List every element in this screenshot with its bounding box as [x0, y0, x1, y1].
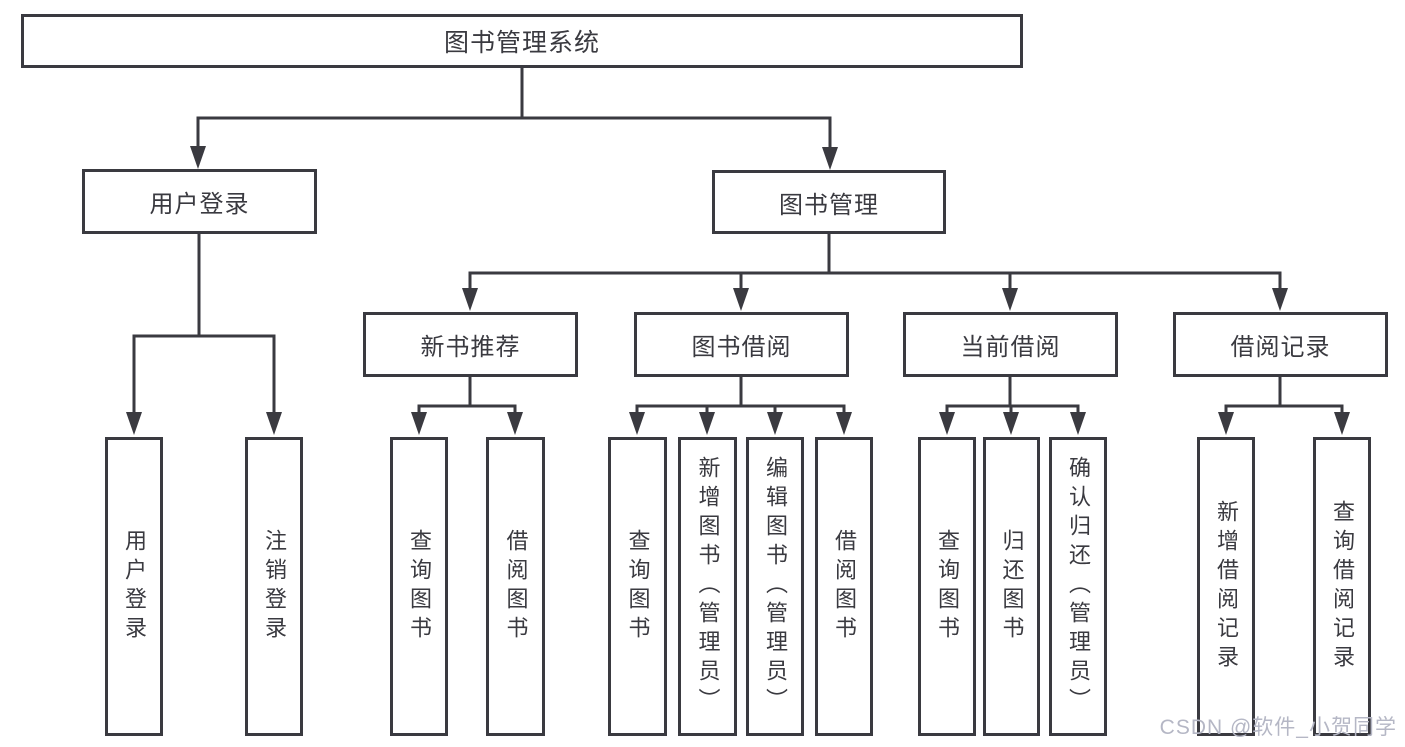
edges-new-book-recommendation — [417, 376, 517, 415]
leaf-br-add-borrow-record: 新增借阅记录 — [1197, 437, 1255, 736]
edges-user-login — [132, 233, 276, 415]
leaf-bb-add-books-admin: 新增图书（管理员） — [678, 437, 737, 736]
csdn-watermark: CSDN @软件_小贺同学 — [1159, 716, 1397, 739]
node-borrowing-records: 借阅记录 — [1173, 312, 1388, 377]
edges-current-borrowing — [945, 376, 1080, 415]
node-book-borrowing: 图书借阅 — [634, 312, 849, 377]
arrowheads — [126, 146, 1350, 435]
leaf-logout-login: 注销登录 — [245, 437, 303, 736]
leaf-nbr-borrow-books: 借阅图书 — [486, 437, 545, 736]
edges-book-borrowing — [635, 376, 846, 415]
leaf-user-login: 用户登录 — [105, 437, 163, 736]
leaf-bb-borrow-books: 借阅图书 — [815, 437, 873, 736]
node-user-login: 用户登录 — [82, 169, 317, 234]
edges-root — [196, 67, 832, 151]
edges-book-management — [468, 233, 1282, 292]
leaf-bb-query-books: 查询图书 — [608, 437, 667, 736]
node-book-management: 图书管理 — [712, 170, 946, 234]
node-new-book-recommendation: 新书推荐 — [363, 312, 578, 377]
node-library-management-system: 图书管理系统 — [21, 14, 1023, 68]
node-current-borrowing: 当前借阅 — [903, 312, 1118, 377]
leaf-cb-query-books: 查询图书 — [918, 437, 976, 736]
leaf-bb-edit-books-admin: 编辑图书（管理员） — [746, 437, 804, 736]
leaf-br-query-borrow-record: 查询借阅记录 — [1313, 437, 1371, 736]
leaf-cb-return-books: 归还图书 — [983, 437, 1040, 736]
leaf-nbr-query-books: 查询图书 — [390, 437, 448, 736]
leaf-cb-confirm-return-admin: 确认归还（管理员） — [1049, 437, 1107, 736]
edges-borrowing-records — [1224, 376, 1344, 415]
